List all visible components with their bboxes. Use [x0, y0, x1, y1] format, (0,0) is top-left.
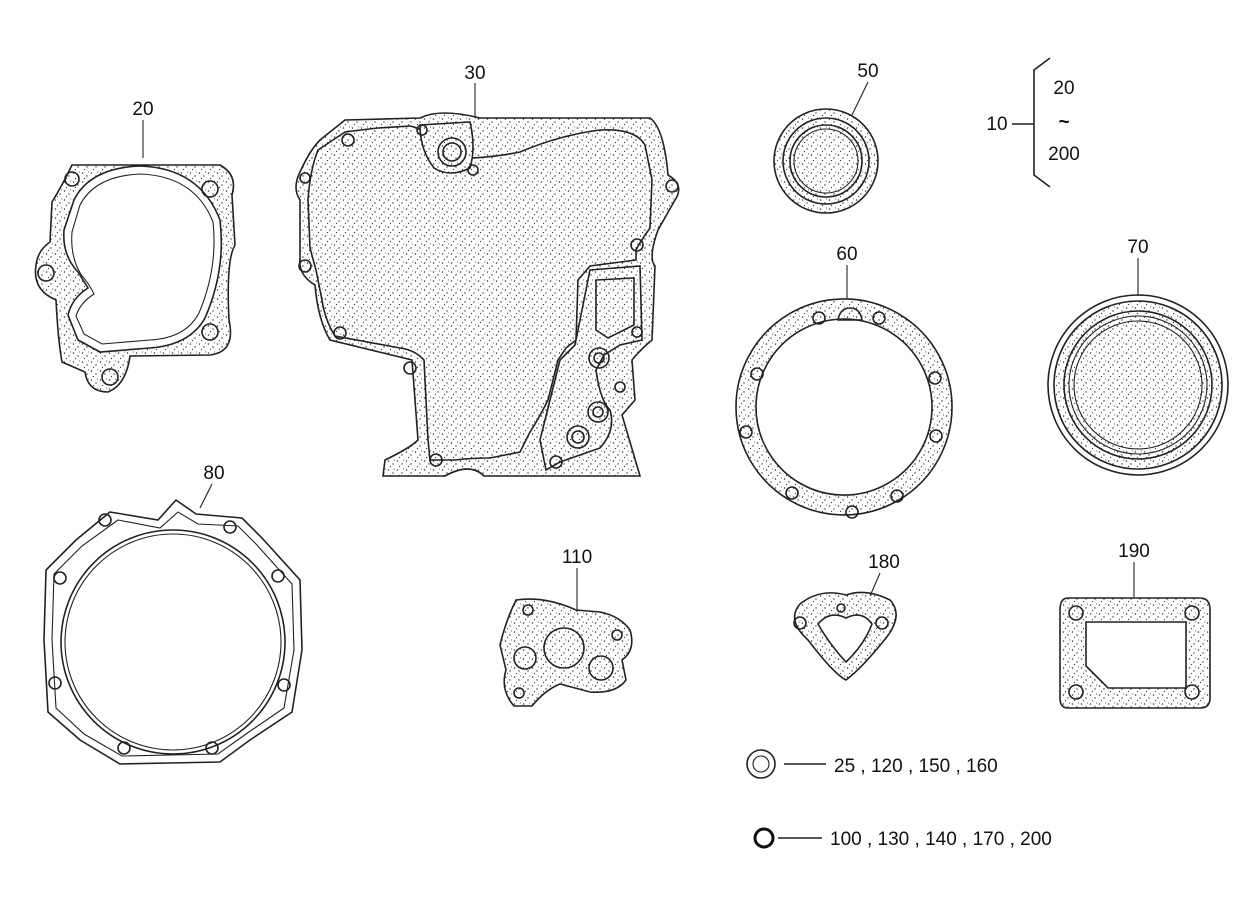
label-180: 180 [868, 552, 900, 573]
kit-tilde: ~ [1058, 112, 1069, 133]
label-110: 110 [562, 547, 592, 568]
small-ring-icon [746, 749, 776, 779]
legend-small-ring-numbers: 25 , 120 , 150 , 160 [834, 756, 998, 777]
gasket-110: 110 [499, 547, 633, 707]
label-80: 80 [203, 463, 224, 484]
gasket-30: 30 [295, 63, 680, 477]
gasket-80: 80 [43, 463, 303, 765]
kit-bracket: 10 20 ~ 200 [986, 57, 1080, 188]
kit-to: 200 [1048, 144, 1080, 165]
kit-from: 20 [1053, 78, 1074, 99]
gasket-20: 20 [34, 99, 236, 393]
seal-70: 70 [1047, 237, 1229, 476]
oring-icon [753, 827, 775, 849]
kit-label: 10 [986, 114, 1007, 135]
gasket-60: 60 [735, 244, 953, 519]
seal-50: 50 [773, 61, 879, 214]
legend-oring: 100 , 130 , 140 , 170 , 200 [753, 827, 1052, 850]
label-30: 30 [464, 63, 485, 84]
gasket-190: 190 [1059, 541, 1211, 709]
label-190: 190 [1118, 541, 1150, 562]
label-50: 50 [857, 61, 878, 82]
label-20: 20 [132, 99, 153, 120]
label-60: 60 [836, 244, 857, 265]
legend-small-ring: 25 , 120 , 150 , 160 [746, 749, 998, 779]
label-70: 70 [1127, 237, 1148, 258]
legend-oring-numbers: 100 , 130 , 140 , 170 , 200 [830, 829, 1052, 850]
gasket-180: 180 [793, 552, 900, 681]
